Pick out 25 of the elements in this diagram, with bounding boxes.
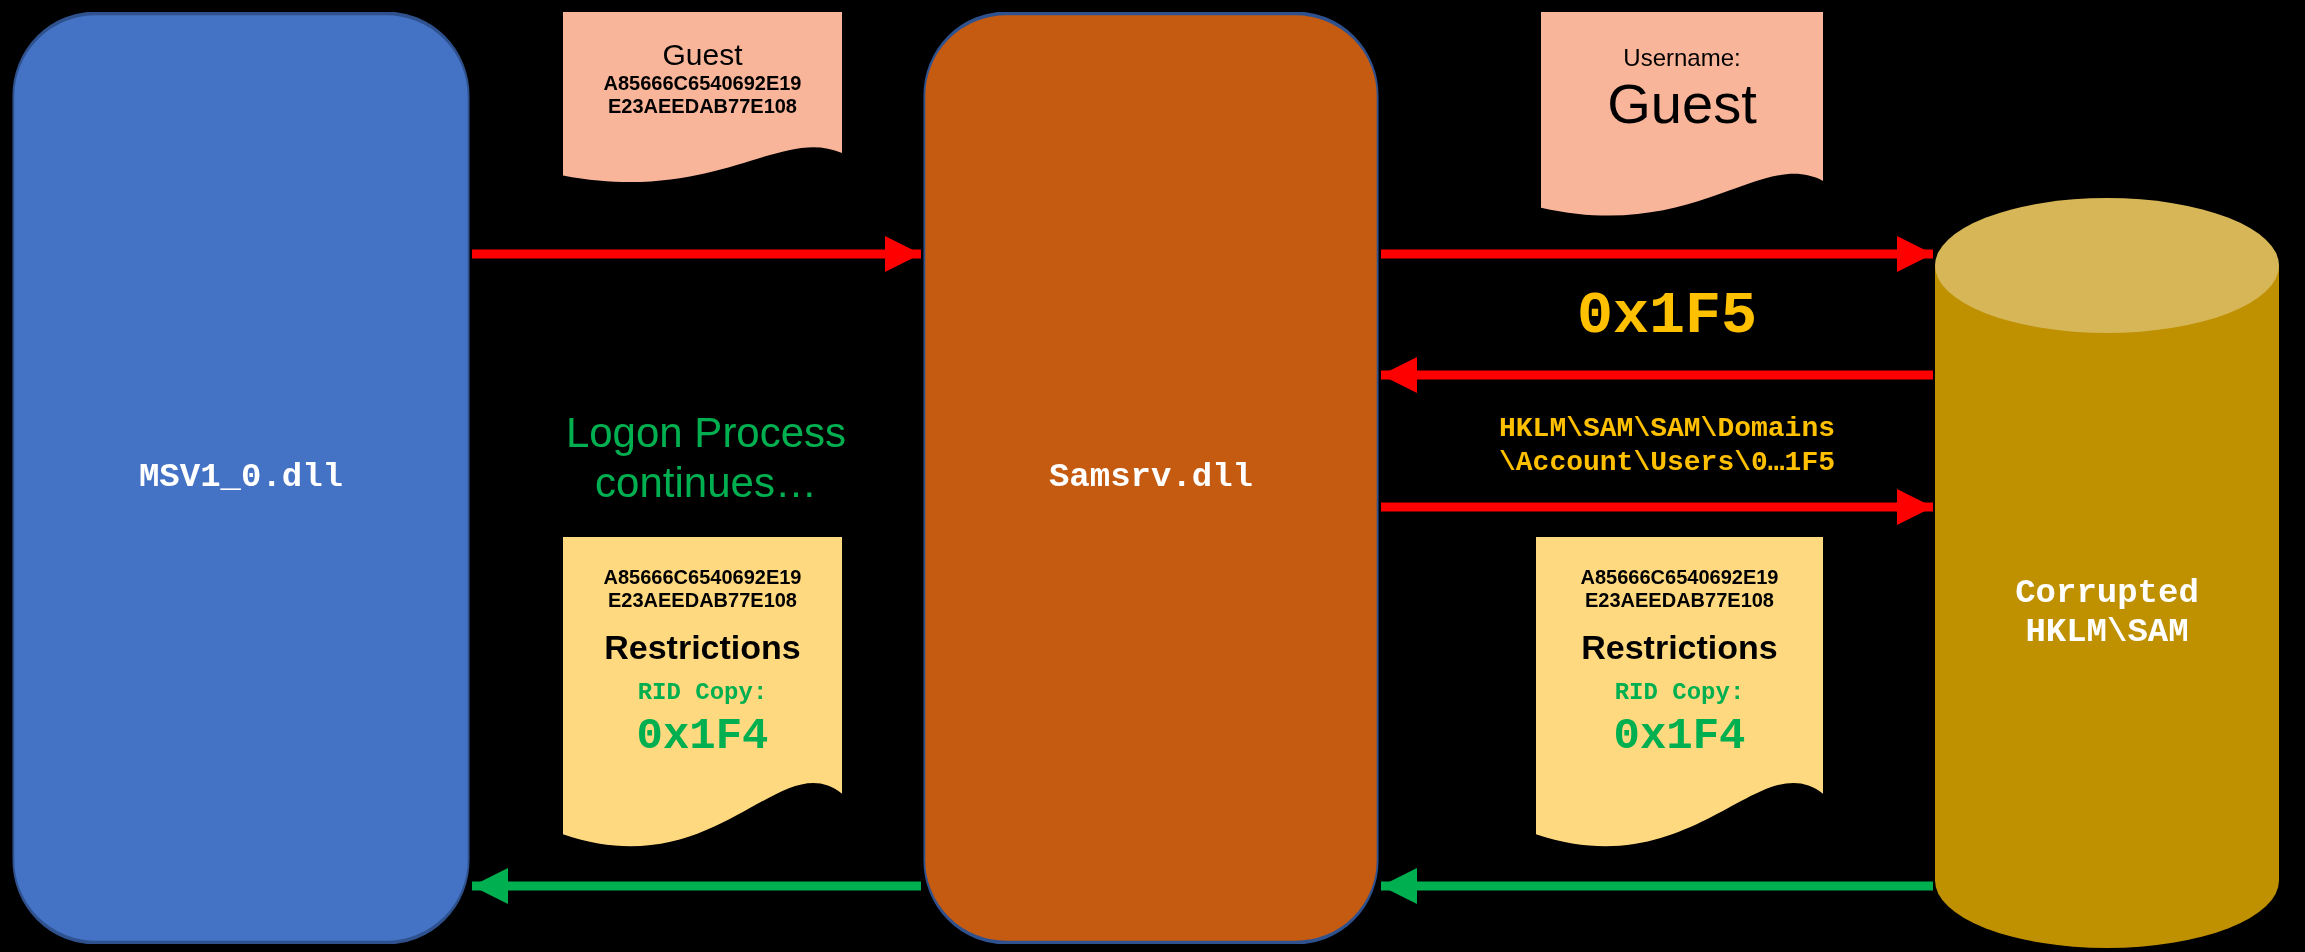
arrow — [472, 868, 921, 904]
node-label: Corrupted HKLM\SAM — [2014, 573, 2200, 653]
document-shape — [563, 12, 842, 184]
node-label: 0x1F4 — [1613, 710, 1746, 762]
arrow — [1381, 489, 1933, 525]
node-text: A85666C6540692E19 E23AEEDAB77E108 — [602, 565, 803, 612]
node-text: Guest — [1607, 71, 1757, 136]
node-label: 0x1F4 — [636, 710, 769, 762]
arrow — [1381, 357, 1933, 393]
process-box — [12, 12, 470, 944]
arrow — [1381, 236, 1933, 272]
node-text: Restrictions — [1581, 627, 1778, 667]
arrow — [472, 236, 921, 272]
node-label: RID Copy: — [1614, 678, 1745, 707]
document-shape — [1541, 12, 1823, 218]
node-text: Username: — [1623, 44, 1741, 72]
node-label: MSV1_0.dll — [138, 458, 343, 498]
node-text: Guest — [662, 37, 743, 73]
node-text: Restrictions — [604, 627, 801, 667]
node-text: A85666C6540692E19 E23AEEDAB77E108 — [1579, 565, 1780, 612]
node-label: RID Copy: — [637, 678, 768, 707]
node-text: A85666C6540692E19 E23AEEDAB77E108 — [602, 72, 803, 119]
arrow — [1381, 868, 1933, 904]
process-box — [923, 12, 1379, 944]
node-label: Samsrv.dll — [1048, 458, 1253, 498]
